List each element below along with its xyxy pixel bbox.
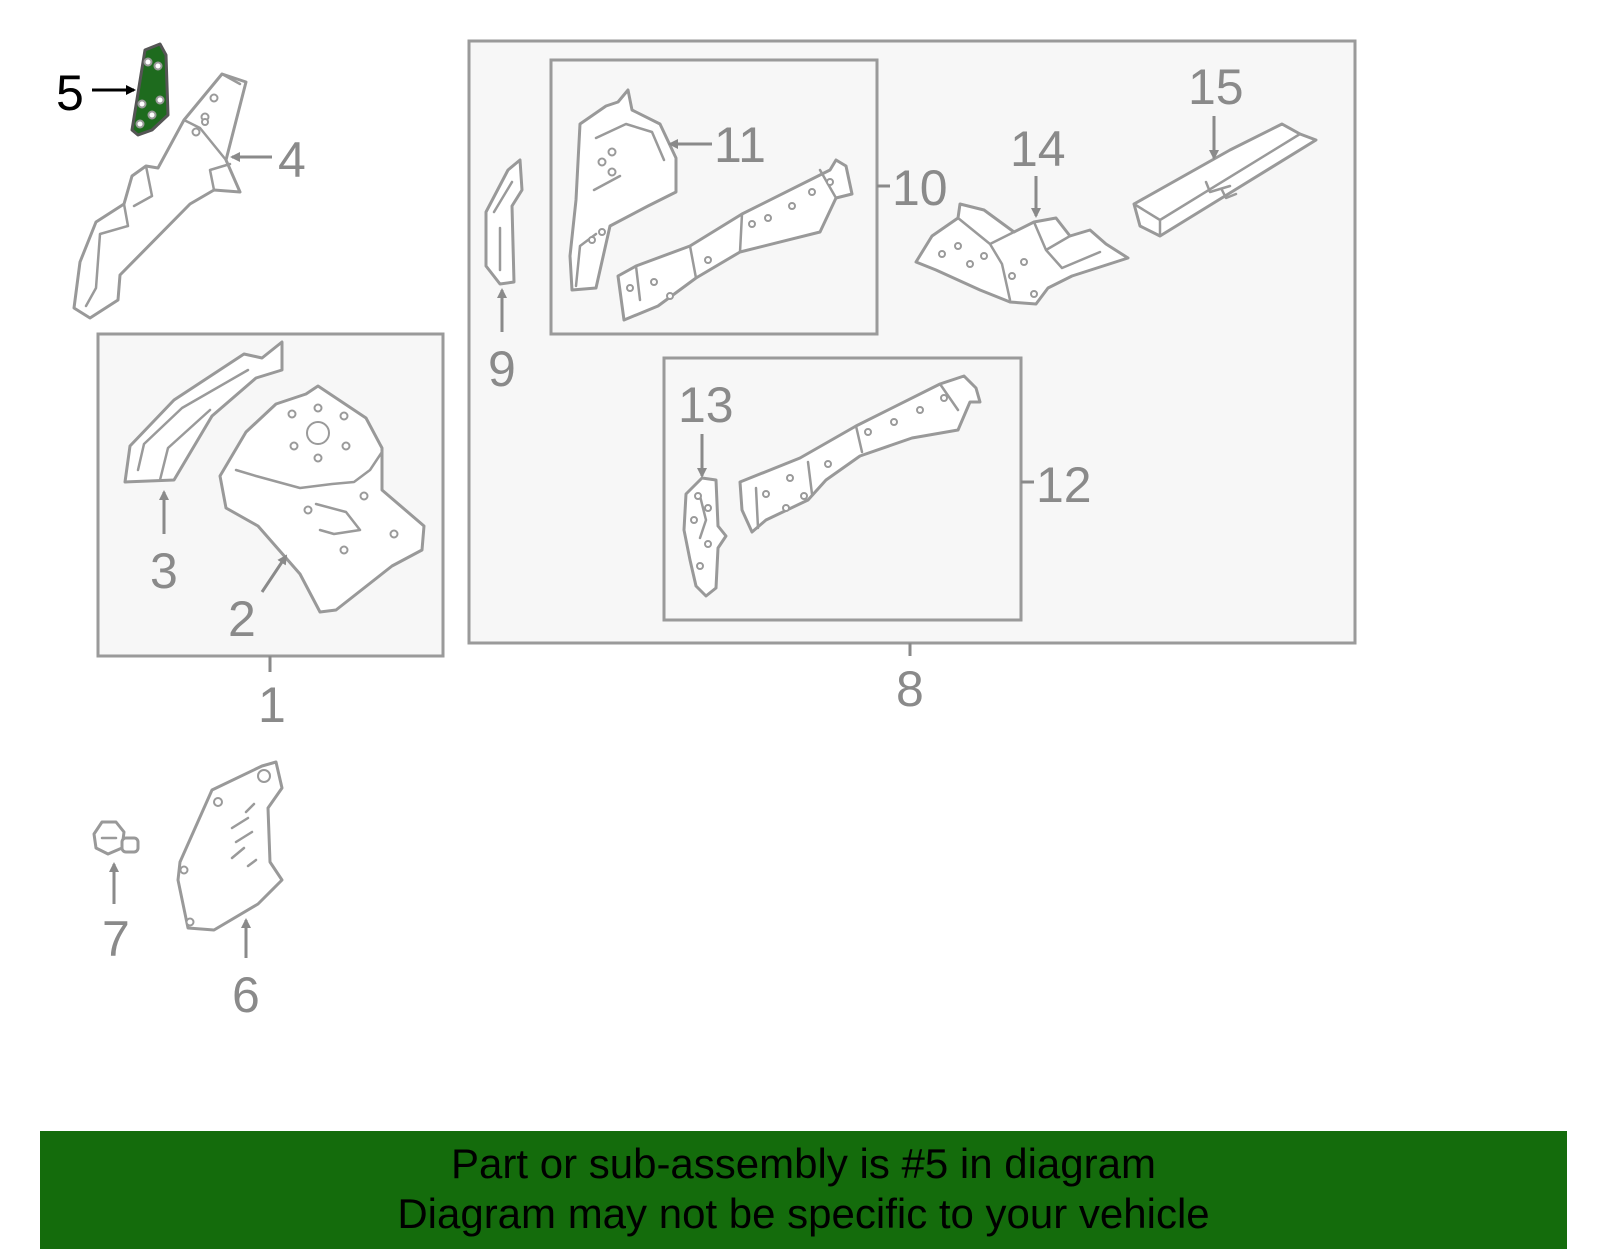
leader-2 (260, 554, 288, 593)
callout-14[interactable]: 14 (1010, 121, 1066, 177)
part-7-drawing (92, 820, 140, 856)
callout-13[interactable]: 13 (678, 377, 734, 433)
part-13-drawing (682, 476, 728, 598)
part-10-drawing (616, 158, 854, 322)
callout-1[interactable]: 1 (258, 677, 286, 733)
callout-3[interactable]: 3 (150, 543, 178, 599)
part-2-drawing (218, 384, 426, 614)
part-6-drawing (176, 760, 284, 932)
callout-6[interactable]: 6 (232, 967, 260, 1023)
assembly-12-box (662, 356, 1023, 622)
callout-2[interactable]: 2 (228, 591, 256, 647)
part-9-drawing (484, 158, 524, 286)
callout-11[interactable]: 11 (714, 117, 766, 173)
part-11-drawing (568, 88, 678, 292)
part-4-drawing (72, 72, 248, 320)
callout-5[interactable]: 5 (56, 65, 84, 121)
part-15-drawing (1132, 122, 1318, 238)
assembly-10-box (549, 58, 879, 336)
info-banner: Part or sub-assembly is #5 in diagram Di… (40, 1131, 1567, 1249)
callout-12[interactable]: 12 (1036, 457, 1092, 513)
callout-8[interactable]: 8 (896, 661, 924, 717)
part-12-drawing (738, 374, 982, 534)
callout-10[interactable]: 10 (892, 160, 948, 216)
callout-15[interactable]: 15 (1188, 59, 1244, 115)
callout-9[interactable]: 9 (488, 341, 516, 397)
banner-line-2: Diagram may not be specific to your vehi… (397, 1190, 1210, 1237)
part-5-highlighted[interactable] (130, 42, 170, 137)
callout-4[interactable]: 4 (278, 132, 306, 188)
callout-7[interactable]: 7 (102, 911, 130, 967)
banner-line-1: Part or sub-assembly is #5 in diagram (451, 1140, 1156, 1187)
part-3-drawing (123, 340, 284, 484)
part-14-drawing (914, 202, 1130, 306)
